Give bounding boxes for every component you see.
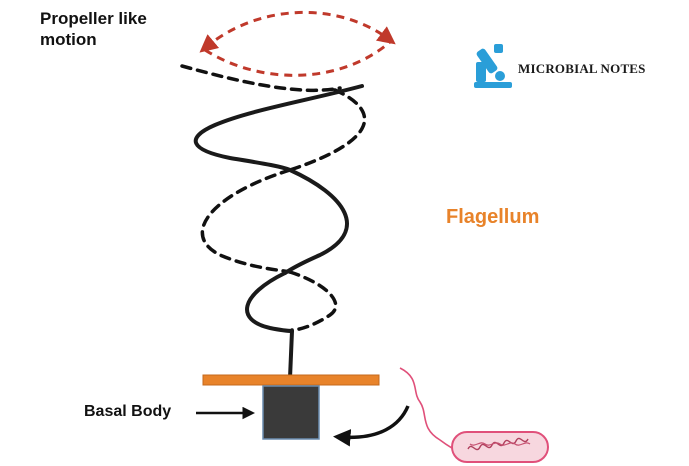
flagellum-helix-back	[180, 64, 367, 332]
logo-text: MICROBIAL NOTES	[518, 61, 646, 76]
propeller-motion-arrows	[199, 10, 396, 77]
cell-membrane	[202, 374, 380, 386]
bacterium-illustration	[399, 367, 549, 463]
basal-body	[262, 385, 320, 440]
flagellum-helix-front	[193, 84, 364, 380]
flagellum-label: Flagellum	[446, 206, 540, 228]
microscope-icon	[474, 44, 512, 88]
bacterium-pointer-arrow	[333, 405, 410, 447]
propeller-motion-label: Propeller like motion	[40, 9, 147, 49]
basal-body-label: Basal Body	[84, 403, 172, 420]
